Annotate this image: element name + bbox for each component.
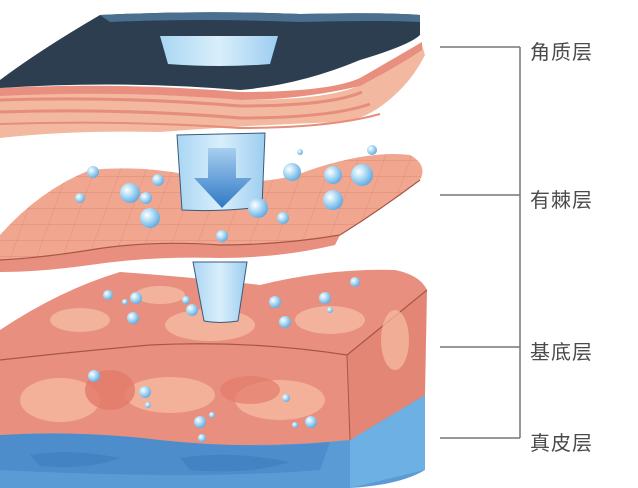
label-stratum-basale: 基底层 xyxy=(530,340,593,364)
water-droplets xyxy=(75,145,377,442)
label-dermis: 真皮层 xyxy=(530,431,593,455)
nozzle-top xyxy=(160,36,278,66)
label-stratum-spinosum: 有棘层 xyxy=(530,188,593,212)
arrow-down-icon xyxy=(194,148,252,208)
label-stratum-corneum: 角质层 xyxy=(530,40,593,64)
nozzle-bottom xyxy=(192,261,248,323)
corneum-layer xyxy=(0,12,425,138)
layer-bracket xyxy=(440,46,521,439)
